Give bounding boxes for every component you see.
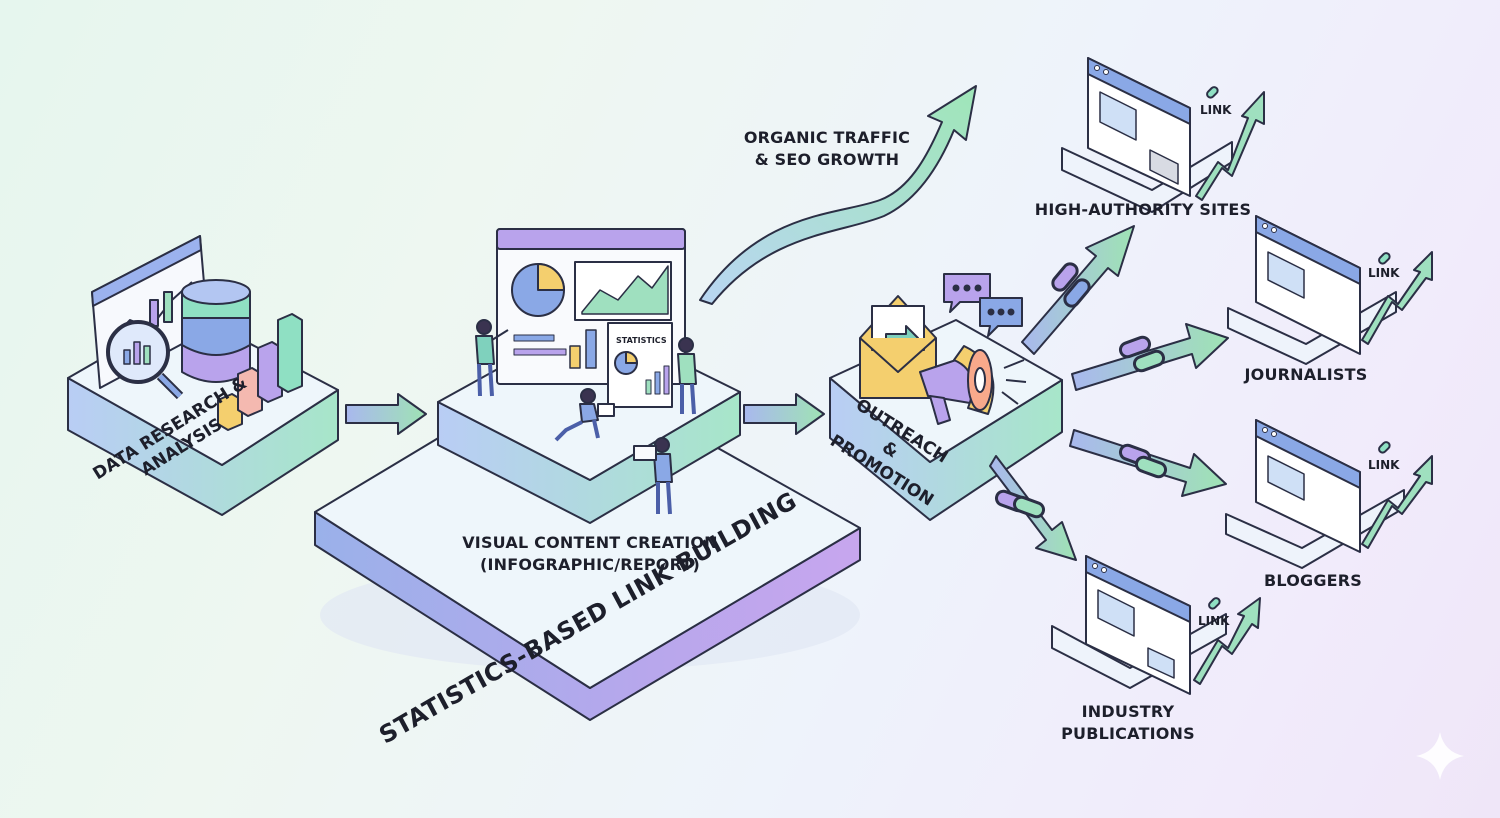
person-figure-1 <box>475 319 509 397</box>
visual-illustration <box>475 228 697 515</box>
browser-window-high-authority <box>1061 57 1233 213</box>
growth-label: ORGANIC TRAFFIC & SEO GROWTH <box>736 127 918 171</box>
target-label-industry-line2: PUBLICATIONS <box>1061 724 1195 743</box>
visual-stage-label-line2: (INFOGRAPHIC/REPORT) <box>479 555 701 574</box>
magnifier-icon <box>106 320 184 400</box>
sparkle-icon <box>1416 732 1464 780</box>
megaphone-icon <box>919 345 1027 425</box>
target-label-industry-line1: INDUSTRY <box>1081 702 1175 721</box>
link-tag-bloggers: LINK <box>1368 458 1400 472</box>
trend-arrow-icon <box>1193 91 1433 685</box>
envelope-icon <box>859 295 937 399</box>
chain-link-icon <box>994 262 1168 519</box>
browser-window-industry <box>1051 555 1227 695</box>
database-icon <box>181 279 251 383</box>
report-badge: STATISTICS <box>616 336 667 345</box>
target-label-high-authority: HIGH-AUTHORITY SITES <box>1034 200 1252 219</box>
link-tag-journalists: LINK <box>1368 266 1400 280</box>
flow-arrows <box>345 393 825 435</box>
person-figure-3 <box>554 388 615 442</box>
outreach-illustration <box>859 273 1027 425</box>
growth-label-line1: ORGANIC TRAFFIC <box>743 128 911 147</box>
line-chart-icon <box>574 261 672 321</box>
target-label-industry: INDUSTRY PUBLICATIONS <box>1050 701 1206 745</box>
target-label-bloggers: BLOGGERS <box>1263 571 1363 590</box>
visual-stage-label: VISUAL CONTENT CREATION (INFOGRAPHIC/REP… <box>450 532 730 576</box>
link-tag-industry: LINK <box>1198 614 1230 628</box>
browser-window-journalists <box>1227 215 1397 365</box>
bar-chart-icon <box>217 313 303 431</box>
link-tag-high-authority: LINK <box>1200 103 1232 117</box>
chat-bubble-icon <box>943 273 1023 337</box>
person-figure-4 <box>633 437 673 515</box>
pie-chart-icon <box>511 263 565 317</box>
target-label-journalists: JOURNALISTS <box>1244 365 1368 384</box>
link-chain-mini-icons <box>1206 86 1391 610</box>
visual-stage-label-line1: VISUAL CONTENT CREATION <box>462 533 718 552</box>
browser-window-bloggers <box>1225 419 1405 569</box>
person-figure-2 <box>677 337 697 415</box>
research-illustration <box>91 235 303 431</box>
growth-arrow <box>699 85 977 305</box>
growth-label-line2: & SEO GROWTH <box>754 150 900 169</box>
